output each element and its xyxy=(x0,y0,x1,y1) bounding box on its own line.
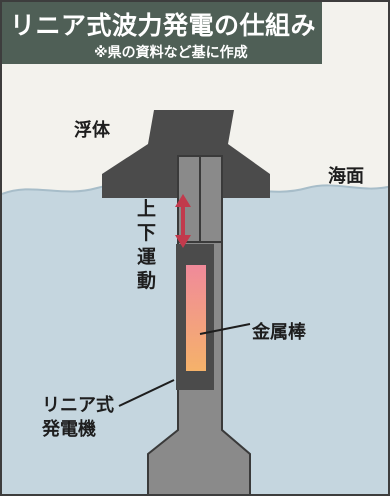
up-down-motion-label: 上下運動 xyxy=(137,198,157,292)
diagram-title: リニア式波力発電の仕組み xyxy=(10,11,317,40)
up-down-arrow-icon xyxy=(175,194,191,248)
metal-rod xyxy=(186,265,206,371)
float-label: 浮体 xyxy=(74,120,110,141)
generator-leader-line xyxy=(118,379,175,407)
metal-rod-leader-line xyxy=(199,323,251,335)
linear-generator-label: リニア式 発電機 xyxy=(42,395,114,440)
source-note: ※県の資料など基に作成 xyxy=(94,45,248,61)
float-body xyxy=(102,110,270,198)
sea-surface-label: 海面 xyxy=(328,166,364,187)
metal-rod-label: 金属棒 xyxy=(252,322,306,343)
title-bar: リニア式波力発電の仕組み ※県の資料など基に作成 xyxy=(2,2,322,64)
